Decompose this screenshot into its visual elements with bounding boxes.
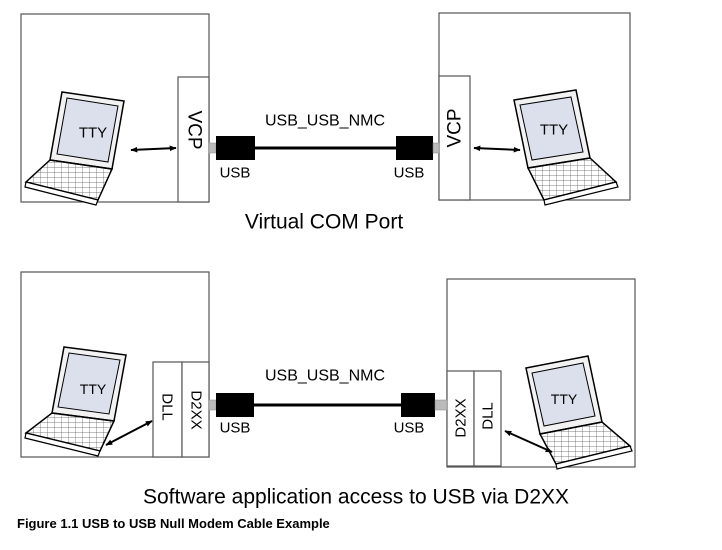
- top-right-vcp-box: [438, 75, 471, 201]
- bottom-right-laptop-label: TTY: [551, 391, 578, 407]
- top-left-laptop-label: TTY: [79, 125, 107, 142]
- bottom-right-dll-box: [473, 370, 502, 467]
- top-left-laptop-icon: [24, 91, 125, 206]
- bottom-left-laptop-label: TTY: [80, 381, 107, 397]
- bottom-right-laptop-icon: [525, 355, 633, 470]
- bottom-right-arrow: [504, 430, 553, 453]
- top-right-arrow: [473, 145, 521, 153]
- top-left-usb-label: USB: [220, 165, 251, 182]
- bottom-cable: [208, 393, 448, 417]
- top-cable: [208, 136, 440, 160]
- figure-caption: Figure 1.1 USB to USB Null Modem Cable E…: [17, 516, 330, 531]
- bottom-left-d2xx-label: D2XX: [188, 390, 205, 429]
- top-right-vcp-label: VCP: [445, 108, 466, 147]
- top-right-usb-label: USB: [394, 165, 425, 182]
- top-left-vcp-box: [177, 76, 210, 203]
- top-left-vcp-label: VCP: [184, 110, 205, 149]
- bottom-left-usb-label: USB: [220, 420, 251, 437]
- bottom-left-d2xx-box: [181, 361, 210, 458]
- bottom-cable-label: USB_USB_NMC: [265, 368, 385, 385]
- bottom-subtitle: Software application access to USB via D…: [143, 486, 569, 509]
- top-right-laptop-label: TTY: [540, 122, 568, 139]
- bottom-right-d2xx-label: D2XX: [453, 398, 470, 437]
- bottom-right-dll-label: DLL: [480, 402, 497, 430]
- bottom-left-dll-label: DLL: [159, 393, 176, 421]
- top-left-arrow: [130, 145, 177, 153]
- top-cable-label: USB_USB_NMC: [265, 113, 385, 130]
- bottom-right-usb-label: USB: [394, 420, 425, 437]
- bottom-left-laptop-icon: [24, 346, 127, 457]
- top-right-laptop-icon: [513, 89, 619, 206]
- bottom-left-arrow: [105, 420, 153, 446]
- top-subtitle: Virtual COM Port: [245, 211, 403, 234]
